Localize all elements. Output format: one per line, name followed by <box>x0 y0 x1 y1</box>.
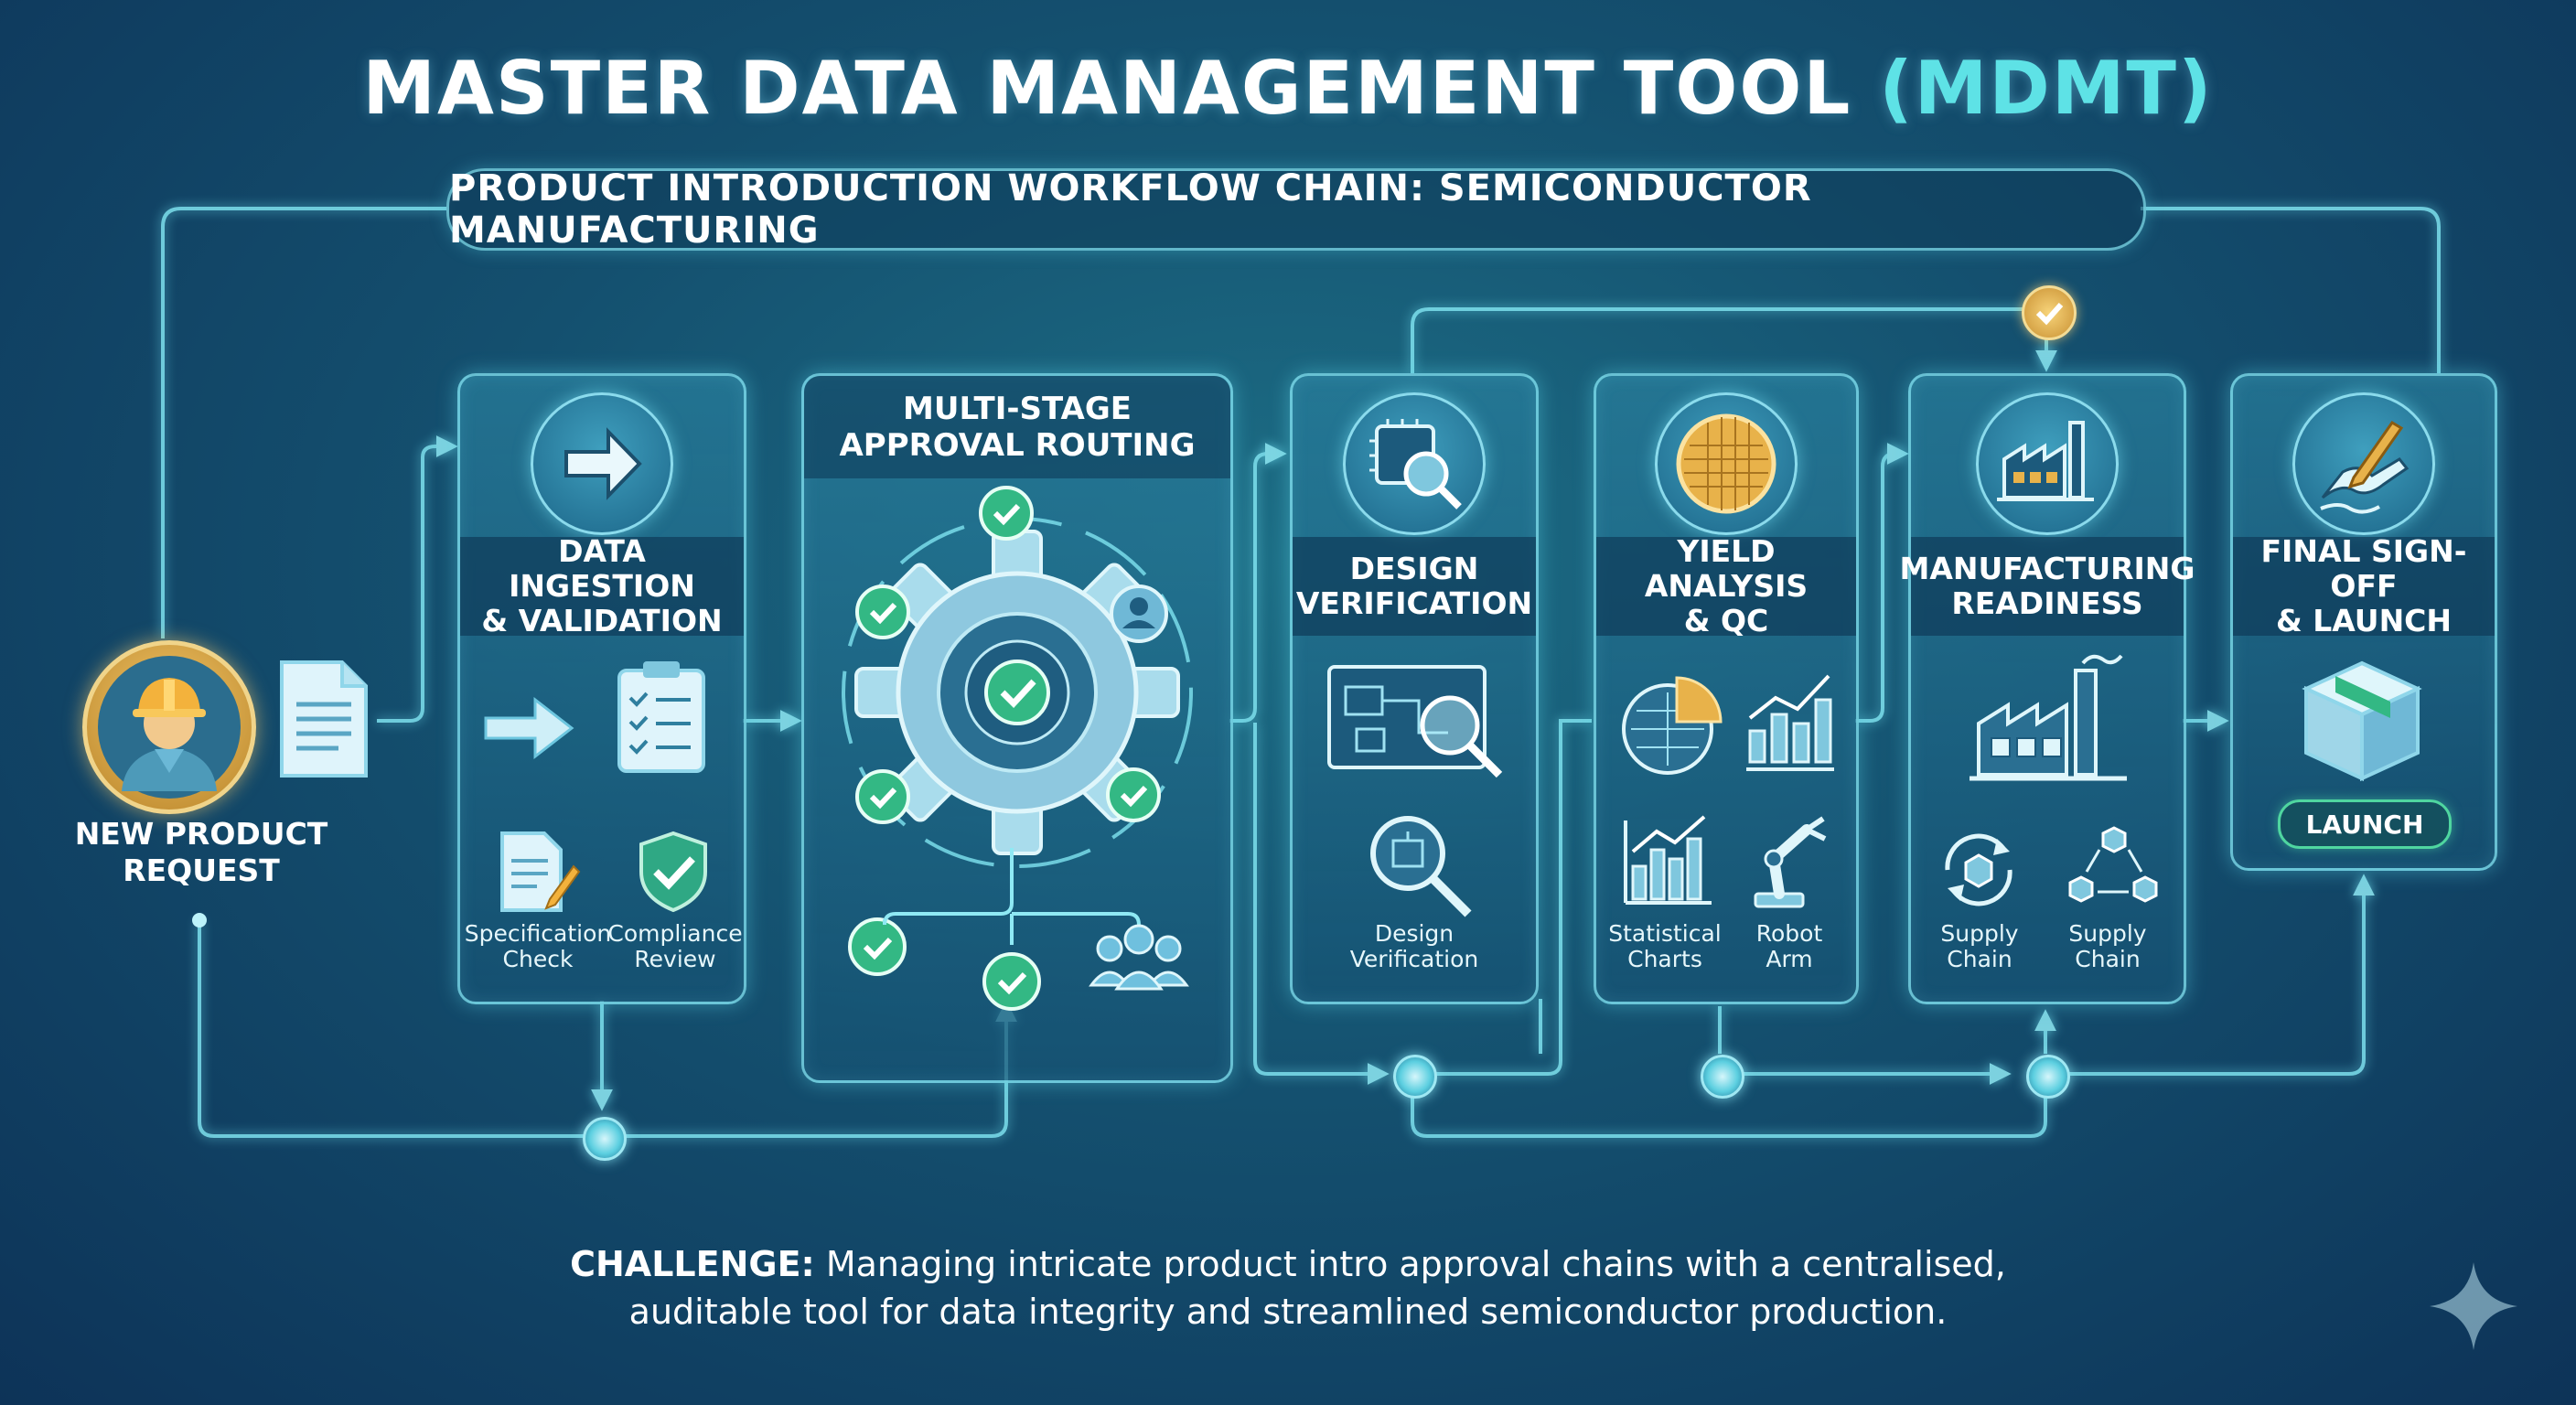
challenge-line-2: auditable tool for data integrity and st… <box>628 1292 1948 1332</box>
stage-label: DESIGN VERIFICATION <box>1293 537 1536 636</box>
sub-label-compliance: Compliance Review <box>607 920 743 972</box>
document-icon <box>280 660 368 778</box>
title-main: MASTER DATA MANAGEMENT TOOL <box>362 46 1852 131</box>
stage-label: FINAL SIGN-OFF & LAUNCH <box>2233 534 2495 638</box>
stage-label: DATA INGESTION & VALIDATION <box>460 534 744 638</box>
box-cycle-icon <box>1945 833 2012 906</box>
checkpoint-gold-check-icon <box>2022 285 2077 340</box>
trend-bars-icon <box>1746 674 1834 771</box>
factory-icon <box>1976 392 2119 535</box>
stage-manufacturing-readiness[interactable]: MANUFACTURING READINESS Supply Chain Sup… <box>1900 373 2195 1004</box>
title-accent: (MDMT) <box>1879 46 2214 131</box>
magnifier-icon <box>1370 816 1472 917</box>
sparkle-icon <box>2430 1262 2517 1350</box>
launch-button[interactable]: LAUNCH <box>2278 799 2452 849</box>
workflow-node <box>583 1117 627 1161</box>
workflow-subtitle: PRODUCT INTRODUCTION WORKFLOW CHAIN: SEM… <box>446 167 2146 252</box>
blueprint-magnifier-icon <box>1327 665 1503 778</box>
challenge-label: CHALLENGE: <box>570 1244 815 1284</box>
challenge-statement: CHALLENGE: Managing intricate product in… <box>0 1240 2576 1335</box>
factory-large-icon <box>1970 654 2127 781</box>
cube-network-icon <box>2068 826 2158 903</box>
robot-arm-icon <box>1754 816 1827 908</box>
wafer-icon <box>1655 392 1798 535</box>
workflow-node <box>1701 1055 1744 1099</box>
bar-chart-icon <box>1624 815 1712 905</box>
stage-yield-analysis[interactable]: YIELD ANALYSIS & QC Statistical Charts R… <box>1594 373 1859 1004</box>
gear-check-icon <box>842 486 1193 1011</box>
engineer-avatar-icon <box>98 656 241 799</box>
stage-label: YIELD ANALYSIS & QC <box>1596 534 1856 638</box>
stage-label: MANUFACTURING READINESS <box>1900 537 2195 636</box>
sub-label-specification: Specification Check <box>464 920 612 972</box>
workflow-node <box>2026 1055 2070 1099</box>
workflow-node <box>1393 1055 1437 1099</box>
wafer-pie-icon <box>1622 676 1723 775</box>
sub-label-statistical-charts: Statistical Charts <box>1608 920 1722 972</box>
arrow-right-icon <box>531 392 673 535</box>
chip-magnifier-icon <box>1343 392 1486 535</box>
stage-data-ingestion[interactable]: DATA INGESTION & VALIDATION Specificatio… <box>457 373 746 1004</box>
package-icon <box>2302 660 2422 782</box>
sub-label-supply-chain-1: Supply Chain <box>1940 920 2019 972</box>
stage-approval-routing[interactable]: MULTI-STAGE APPROVAL ROUTING <box>801 373 1233 1083</box>
sub-label-supply-chain-2: Supply Chain <box>2068 920 2147 972</box>
stage-final-signoff[interactable]: FINAL SIGN-OFF & LAUNCH <box>2230 373 2497 871</box>
sub-label-design-verification: Design Verification <box>1349 920 1479 972</box>
new-product-requester[interactable] <box>82 640 256 814</box>
sub-label-robot-arm: Robot Arm <box>1755 920 1823 972</box>
challenge-line-1: Managing intricate product intro approva… <box>825 1244 2006 1284</box>
page-title: MASTER DATA MANAGEMENT TOOL (MDMT) <box>0 46 2576 131</box>
stage-design-verification[interactable]: DESIGN VERIFICATION Design Verification <box>1290 373 1539 1004</box>
spec-edit-icon <box>500 831 581 912</box>
arrow-flow-icon <box>484 696 574 760</box>
checklist-clipboard-icon <box>617 661 705 773</box>
requester-label: NEW PRODUCT REQUEST <box>74 816 328 888</box>
signing-hand-icon <box>2292 392 2435 535</box>
stage-label: MULTI-STAGE APPROVAL ROUTING <box>804 376 1230 478</box>
shield-check-icon <box>639 831 707 913</box>
